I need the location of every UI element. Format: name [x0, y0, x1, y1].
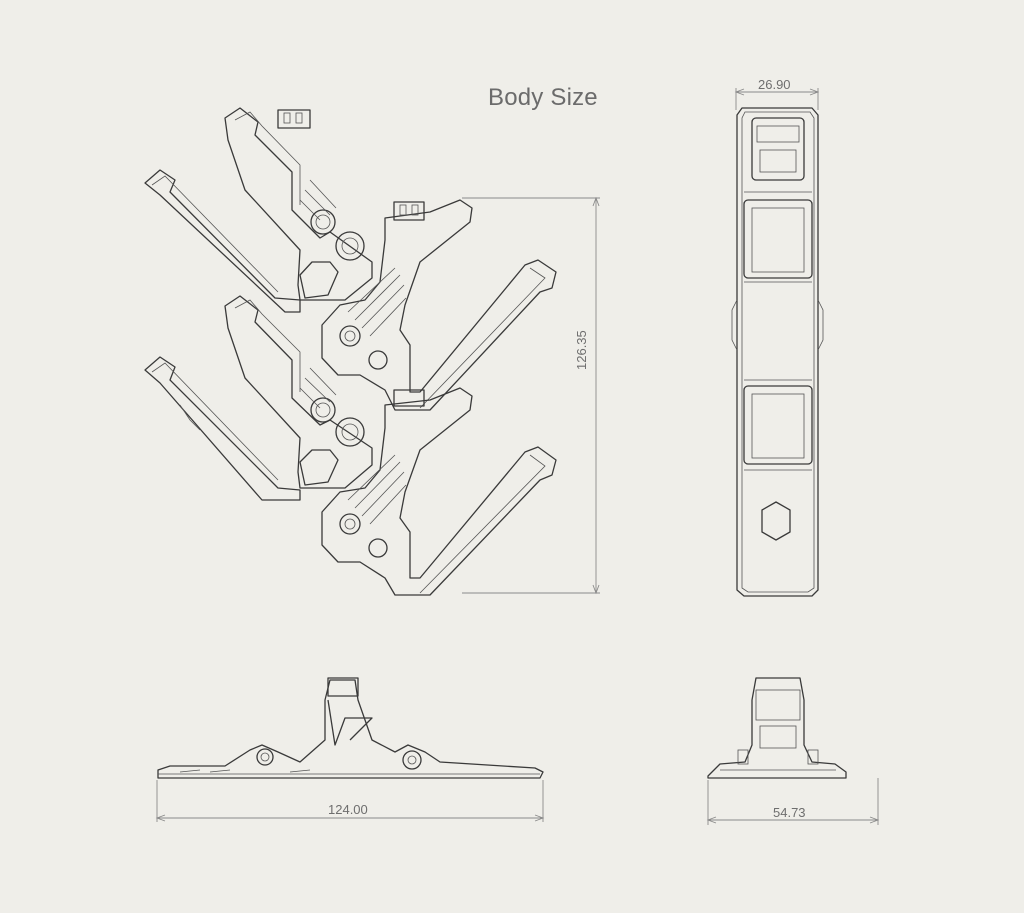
- bottom-view-depth: [706, 677, 880, 825]
- width-dimension-label: 26.90: [758, 77, 791, 92]
- front-view: [144, 107, 600, 596]
- stand-piece-upper-right: [321, 199, 557, 411]
- height-dimension-label: 126.35: [574, 330, 589, 370]
- height-dimension-lines: [462, 196, 600, 595]
- side-view: [731, 88, 824, 597]
- drawing-title: Body Size: [488, 84, 598, 111]
- stand-piece-lower-right: [321, 387, 557, 596]
- length-dimension-label: 124.00: [328, 802, 368, 817]
- bottom-view-length: [155, 677, 545, 822]
- stand-piece-upper-left: [144, 107, 373, 313]
- stand-piece-lower-left: [144, 295, 373, 501]
- depth-dimension-label: 54.73: [773, 805, 806, 820]
